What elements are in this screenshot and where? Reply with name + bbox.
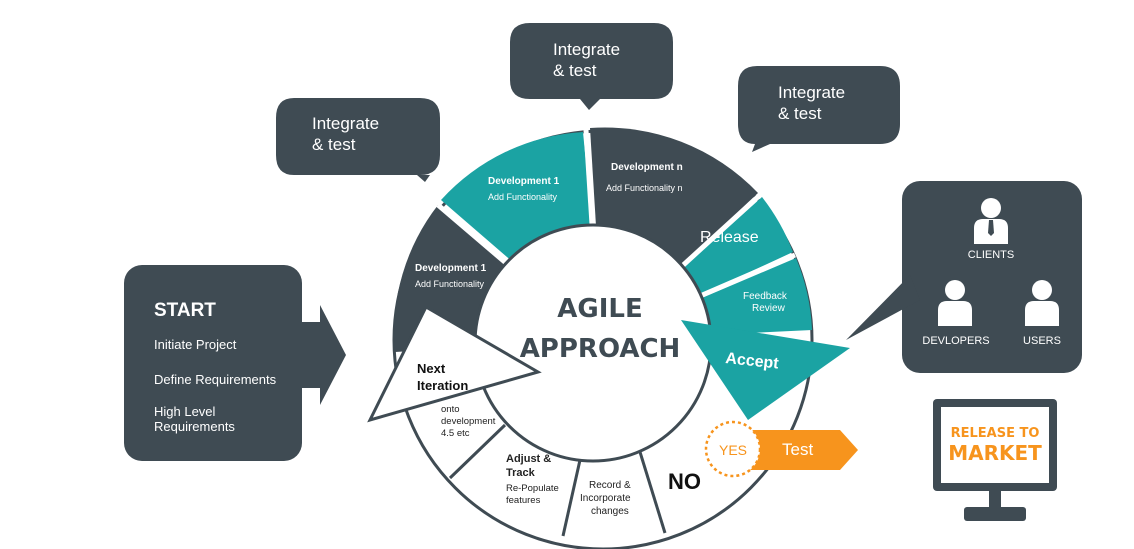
- test-arrow: [748, 430, 858, 470]
- center-line1: AGILE: [557, 294, 642, 324]
- bubble-left-line1: Integrate: [312, 114, 379, 133]
- release-label: Release: [700, 229, 759, 246]
- start-item-3a: High Level: [154, 404, 216, 419]
- next-line1: Next: [417, 361, 446, 376]
- bubble-top: [510, 23, 673, 110]
- accept-arrow: [681, 320, 850, 420]
- stakeholders-pointer: [846, 275, 920, 340]
- no-label: NO: [668, 469, 701, 494]
- devn-title: Development n: [611, 162, 683, 173]
- adjust-line3: Re-Populate: [506, 483, 559, 494]
- dev1-left-title: Development 1: [415, 263, 487, 274]
- feedback-line2: Review: [752, 303, 786, 314]
- accept-label: Accept: [725, 350, 781, 373]
- yes-circle: [704, 420, 762, 478]
- record-line3: changes: [591, 506, 629, 517]
- dev1-top-title: Development 1: [488, 176, 560, 187]
- test-label: Test: [782, 440, 813, 459]
- yes-label: YES: [719, 442, 747, 458]
- next-line2: Iteration: [417, 378, 468, 393]
- bubble-right-line2: & test: [778, 104, 822, 123]
- dev1-left-sub: Add Functionality: [415, 279, 485, 289]
- adjust-line4: features: [506, 495, 541, 506]
- onto-line3: 4.5 etc: [441, 428, 470, 439]
- clients-label: CLIENTS: [968, 249, 1014, 261]
- record-line1: Record &: [589, 480, 631, 491]
- divider-2: [561, 459, 582, 537]
- next-iteration-arrow: [367, 304, 542, 423]
- center-line2: APPROACH: [520, 334, 681, 364]
- onto-line2: development: [441, 416, 496, 427]
- start-item-2: Define Requirements: [154, 372, 277, 387]
- start-title: START: [154, 300, 216, 321]
- dev1-top-sub: Add Functionality: [488, 192, 558, 202]
- bubble-left-line2: & test: [312, 135, 356, 154]
- divider-3: [638, 451, 667, 534]
- devn-sub: Add Functionality n: [606, 183, 683, 193]
- start-item-3b: Requirements: [154, 419, 235, 434]
- start-arrow: [301, 305, 346, 405]
- developers-label: DEVLOPERS: [922, 335, 989, 347]
- developers-icon: [938, 280, 972, 326]
- clients-icon: [974, 198, 1008, 244]
- monitor-icon: [933, 399, 1057, 521]
- start-item-1: Initiate Project: [154, 337, 237, 352]
- bubble-top-line2: & test: [553, 61, 597, 80]
- monitor-line2: MARKET: [948, 441, 1042, 465]
- bubble-right-line1: Integrate: [778, 83, 845, 102]
- feedback-line1: Feedback: [743, 291, 788, 302]
- adjust-line2: Track: [506, 467, 536, 479]
- monitor-line1: RELEASE TO: [951, 426, 1040, 441]
- bubble-top-line1: Integrate: [553, 40, 620, 59]
- adjust-line1: Adjust &: [506, 453, 551, 465]
- divider-1: [448, 423, 507, 480]
- record-line2: Incorporate: [580, 493, 631, 504]
- onto-line1: onto: [441, 404, 460, 415]
- start-box: [124, 265, 302, 461]
- bubble-left: [276, 98, 440, 182]
- users-icon: [1025, 280, 1059, 326]
- users-label: USERS: [1023, 335, 1061, 347]
- bubble-right: [738, 66, 900, 152]
